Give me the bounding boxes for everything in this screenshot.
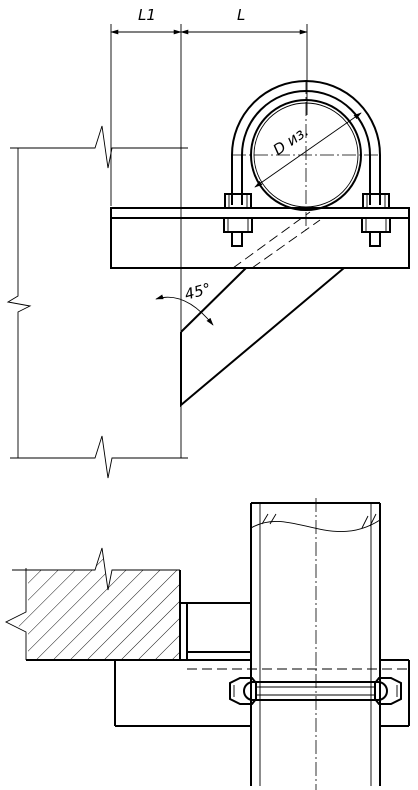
wall-outline <box>6 125 188 479</box>
left-bolt-nut <box>223 193 253 247</box>
dimension-l-label: L <box>237 6 245 24</box>
top-view <box>4 498 410 790</box>
u-bolt <box>231 80 381 205</box>
wall-section <box>4 547 181 661</box>
pipe-elevation <box>250 498 381 790</box>
diameter-label: D из. <box>270 122 312 159</box>
brace-plan <box>180 602 251 660</box>
u-bolt-plan <box>229 677 402 705</box>
right-bolt-nut <box>361 193 391 247</box>
brace <box>180 211 345 408</box>
beam <box>110 207 410 269</box>
front-view: L1 L 45° D из. <box>6 6 410 479</box>
beam-plan <box>114 659 410 727</box>
extension-lines <box>110 24 308 458</box>
angle-annotation: 45° <box>155 279 214 326</box>
dimension-l1-label: L1 <box>138 6 156 24</box>
angle-label: 45° <box>183 279 213 303</box>
